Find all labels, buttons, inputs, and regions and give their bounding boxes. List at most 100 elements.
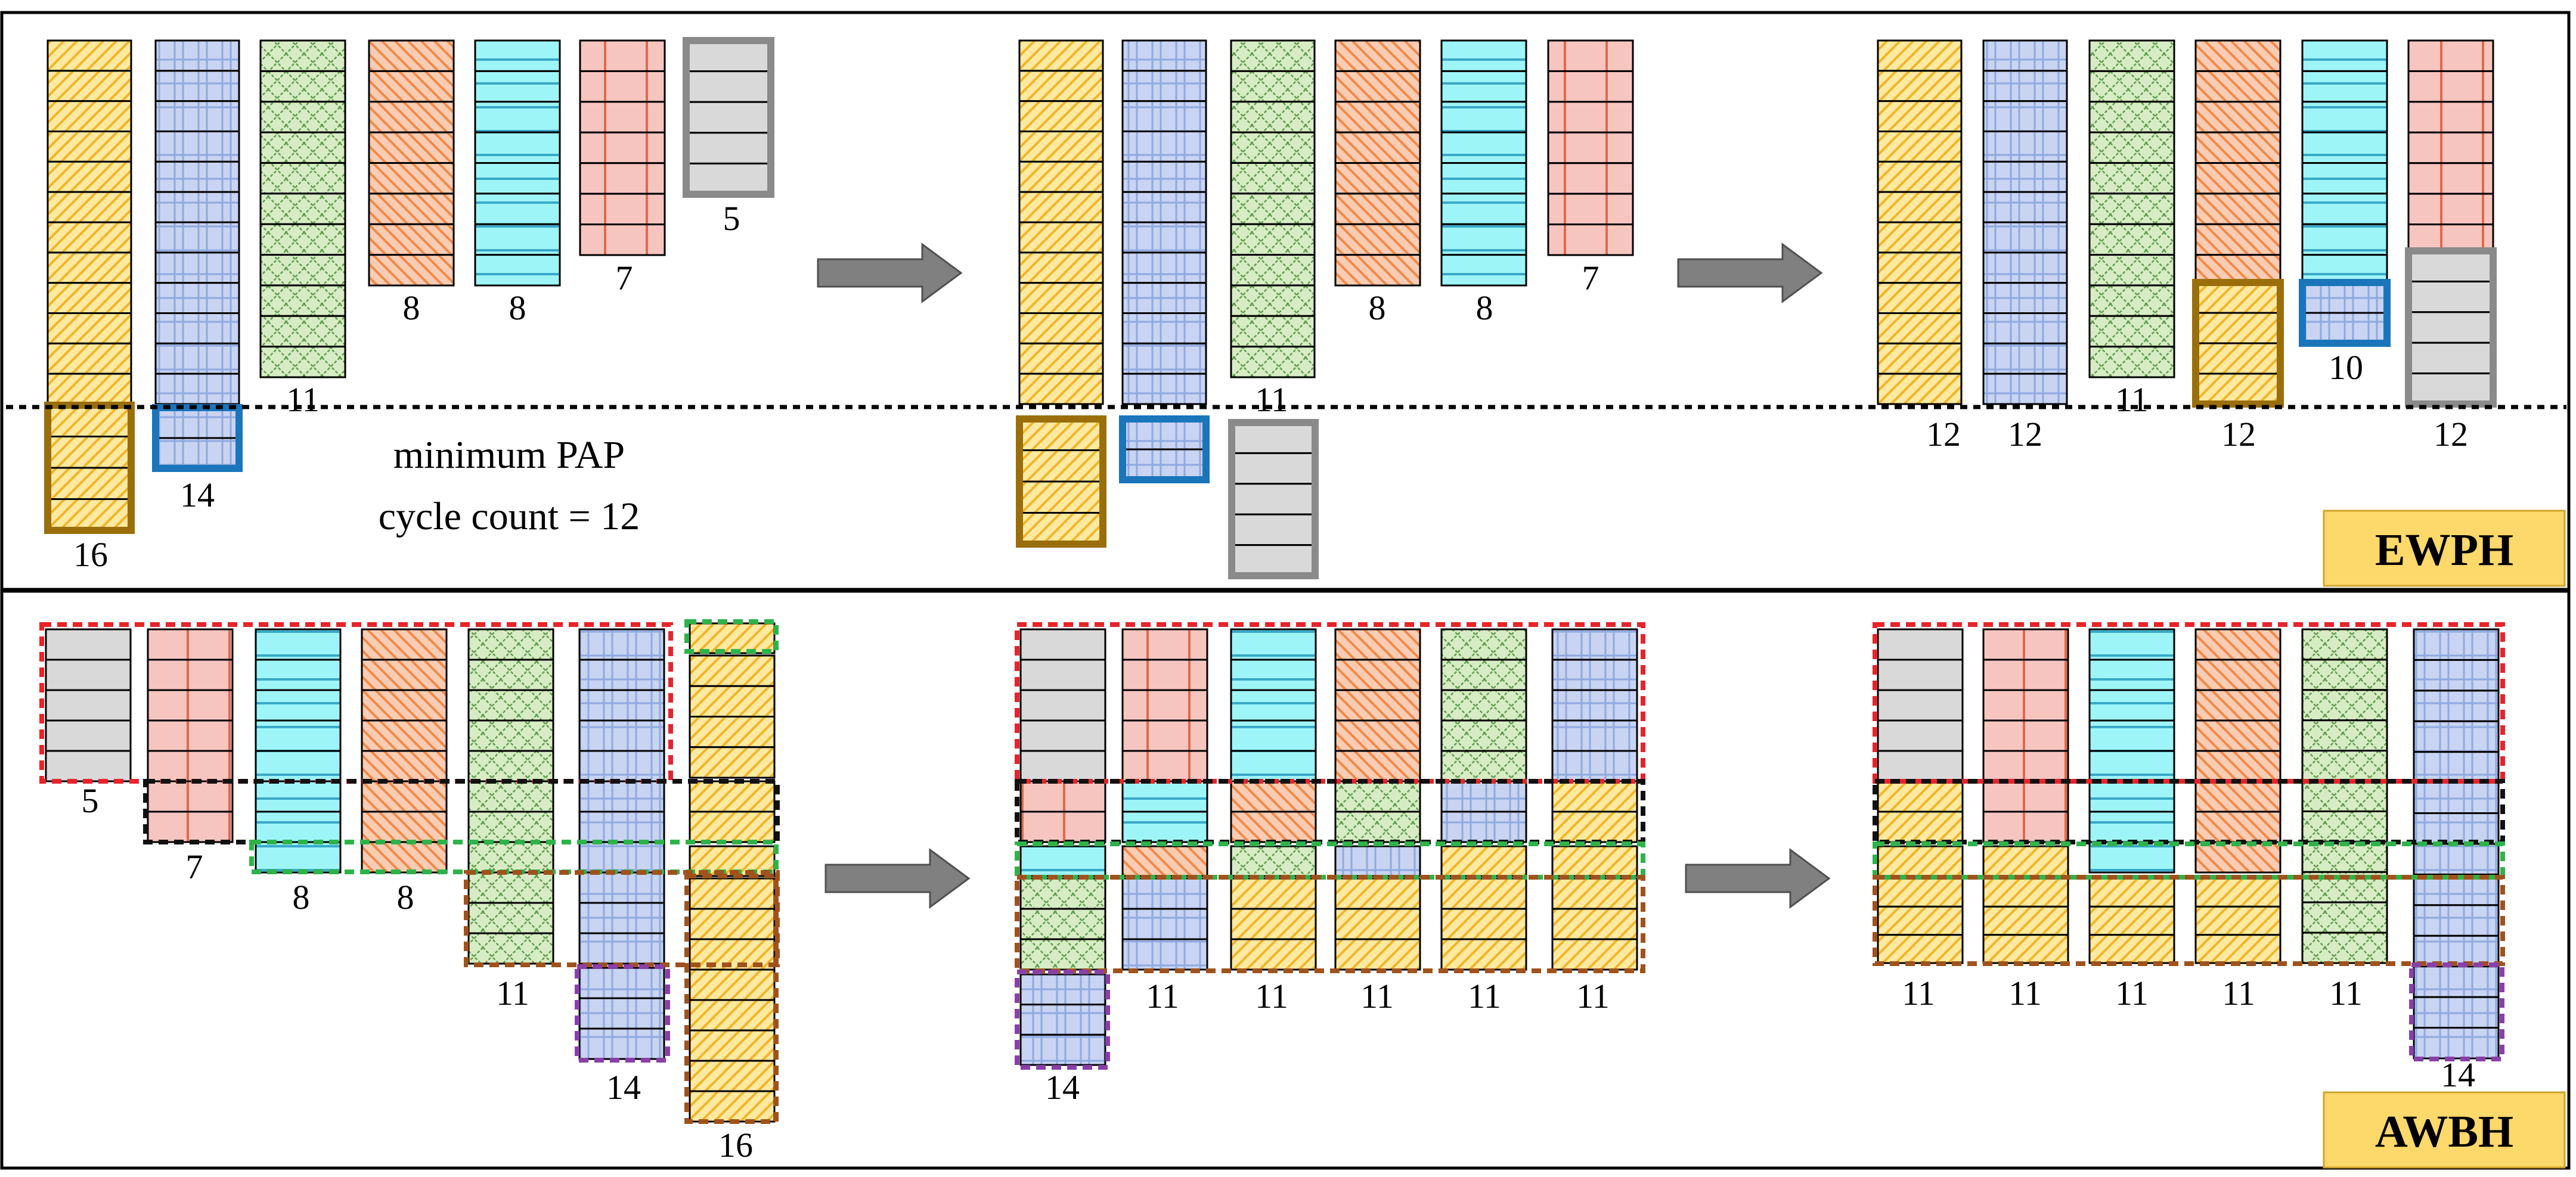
unit-cell <box>1121 342 1207 375</box>
unit-cell <box>1018 221 1104 254</box>
unit-cell <box>1018 372 1104 405</box>
right-arrow-icon <box>1685 848 1831 909</box>
count-label: 11 <box>1146 977 1179 1015</box>
unit-cell <box>1547 162 1634 195</box>
highlight-block <box>2299 279 2391 347</box>
unit-cell <box>1547 192 1634 226</box>
unit-cell <box>368 101 455 133</box>
unit-cell <box>579 131 666 164</box>
unit-cell <box>2301 659 2388 691</box>
unit-cell <box>2088 934 2175 964</box>
unit-cell <box>689 654 776 687</box>
unit-cell <box>689 716 776 749</box>
unit-cell <box>1334 659 1421 691</box>
unit-cell <box>467 719 554 752</box>
unit-cell <box>1440 223 1527 256</box>
unit-cell <box>2088 810 2175 843</box>
unit-cell <box>1230 938 1317 971</box>
unit-cell <box>685 162 772 195</box>
unit-cell <box>2088 628 2175 661</box>
unit-cell <box>259 315 346 348</box>
count-label: 11 <box>2115 380 2149 419</box>
unit-cell <box>1982 659 2069 691</box>
count-label: 8 <box>397 878 414 917</box>
unit-cell <box>1121 628 1208 661</box>
unit-cell <box>1230 810 1317 843</box>
minimum-pap-note-line2: cycle count = 12 <box>379 495 640 538</box>
unit-cell <box>2413 751 2500 784</box>
unit-cell <box>579 162 666 195</box>
group-outline <box>1873 841 2505 880</box>
unit-cell <box>2194 342 2281 375</box>
unit-cell <box>2194 70 2281 103</box>
awbh-label: AWBH <box>2375 1107 2513 1157</box>
unit-cell <box>1440 254 1527 287</box>
unit-cell <box>154 282 240 314</box>
unit-cell <box>2194 281 2281 314</box>
unit-cell <box>1877 221 1963 254</box>
unit-cell <box>255 719 342 752</box>
unit-cell <box>1230 70 1316 103</box>
unit-cell <box>368 70 455 103</box>
unit-cell <box>2194 372 2281 405</box>
unit-cell <box>47 251 132 284</box>
unit-cell <box>1440 628 1527 661</box>
unit-cell <box>45 659 132 691</box>
unit-cell <box>47 498 132 532</box>
unit-cell <box>361 628 448 661</box>
unit-cell <box>1551 628 1638 661</box>
group-outline <box>1873 875 2505 966</box>
unit-cell <box>2301 192 2388 225</box>
unit-cell <box>1982 131 2068 163</box>
unit-cell <box>147 628 234 661</box>
unit-cell <box>47 372 132 405</box>
unit-cell <box>147 780 234 813</box>
highlight-block <box>2405 247 2497 408</box>
unit-cell <box>2301 780 2388 812</box>
unit-cell <box>1018 418 1104 451</box>
ewph-panel <box>0 11 2571 591</box>
unit-cell <box>2407 250 2494 282</box>
unit-cell <box>1019 810 1106 843</box>
unit-cell <box>2413 1027 2500 1060</box>
right-arrow-icon <box>1677 243 1823 303</box>
unit-cell <box>2088 659 2175 691</box>
unit-cell <box>1018 251 1104 284</box>
unit-cell <box>689 1060 776 1092</box>
unit-cell <box>1440 810 1527 843</box>
unit-cell <box>361 780 448 813</box>
unit-cell <box>47 221 132 254</box>
unit-cell <box>1230 483 1316 515</box>
unit-cell <box>2194 39 2281 72</box>
unit-cell <box>474 131 561 164</box>
unit-cell <box>2194 905 2281 936</box>
unit-cell <box>2407 162 2494 195</box>
unit-cell <box>45 628 132 661</box>
unit-cell <box>1547 70 1634 103</box>
count-label: 12 <box>2434 415 2468 454</box>
group-outline <box>249 840 779 874</box>
unit-cell <box>474 39 561 72</box>
highlight-block <box>1016 415 1106 548</box>
unit-cell <box>1334 938 1421 971</box>
count-label: 11 <box>1255 977 1288 1015</box>
unit-cell <box>2194 810 2281 843</box>
diagram-layer <box>6 37 2566 1124</box>
unit-cell <box>259 101 346 133</box>
unit-cell <box>1019 938 1106 971</box>
unit-cell <box>2088 162 2175 195</box>
unit-cell <box>2407 70 2494 103</box>
unit-cell <box>1877 689 1964 722</box>
unit-cell <box>2194 223 2281 256</box>
unit-cell <box>689 1029 776 1062</box>
unit-cell <box>147 659 234 691</box>
unit-cell <box>578 689 665 722</box>
unit-cell <box>2194 131 2281 164</box>
unit-cell <box>2088 315 2175 348</box>
unit-cell <box>259 254 346 287</box>
unit-cell <box>255 689 342 722</box>
unit-cell <box>154 221 240 254</box>
unit-cell <box>2088 101 2175 133</box>
unit-cell <box>368 131 455 164</box>
unit-cell <box>1334 689 1421 722</box>
